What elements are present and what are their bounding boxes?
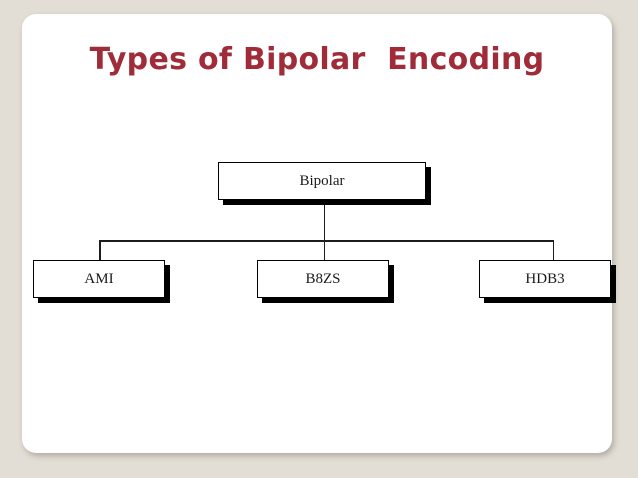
- slide-canvas: Types of Bipolar Encoding Bipolar AMI B8…: [22, 14, 612, 453]
- diagram-node-b8zs[interactable]: B8ZS: [257, 260, 389, 298]
- diagram-node-ami[interactable]: AMI: [33, 260, 165, 298]
- diagram-node-label: AMI: [84, 270, 114, 287]
- page-title: Types of Bipolar Encoding: [89, 42, 545, 77]
- diagram-node-label: Bipolar: [299, 172, 345, 189]
- connector-drop-hdb3: [552, 240, 554, 260]
- diagram-node-hdb3[interactable]: HDB3: [479, 260, 611, 298]
- connector-horizontal-bus: [99, 240, 554, 242]
- diagram-node-label: HDB3: [525, 270, 565, 287]
- diagram-node-bipolar[interactable]: Bipolar: [218, 162, 426, 200]
- connector-drop-ami: [99, 240, 101, 260]
- connector-drop-b8zs: [323, 240, 325, 260]
- diagram-node-label: B8ZS: [305, 270, 341, 287]
- connector-root-stem: [323, 200, 325, 240]
- bipolar-encoding-tree-diagram: Bipolar AMI B8ZS HDB3: [22, 14, 612, 453]
